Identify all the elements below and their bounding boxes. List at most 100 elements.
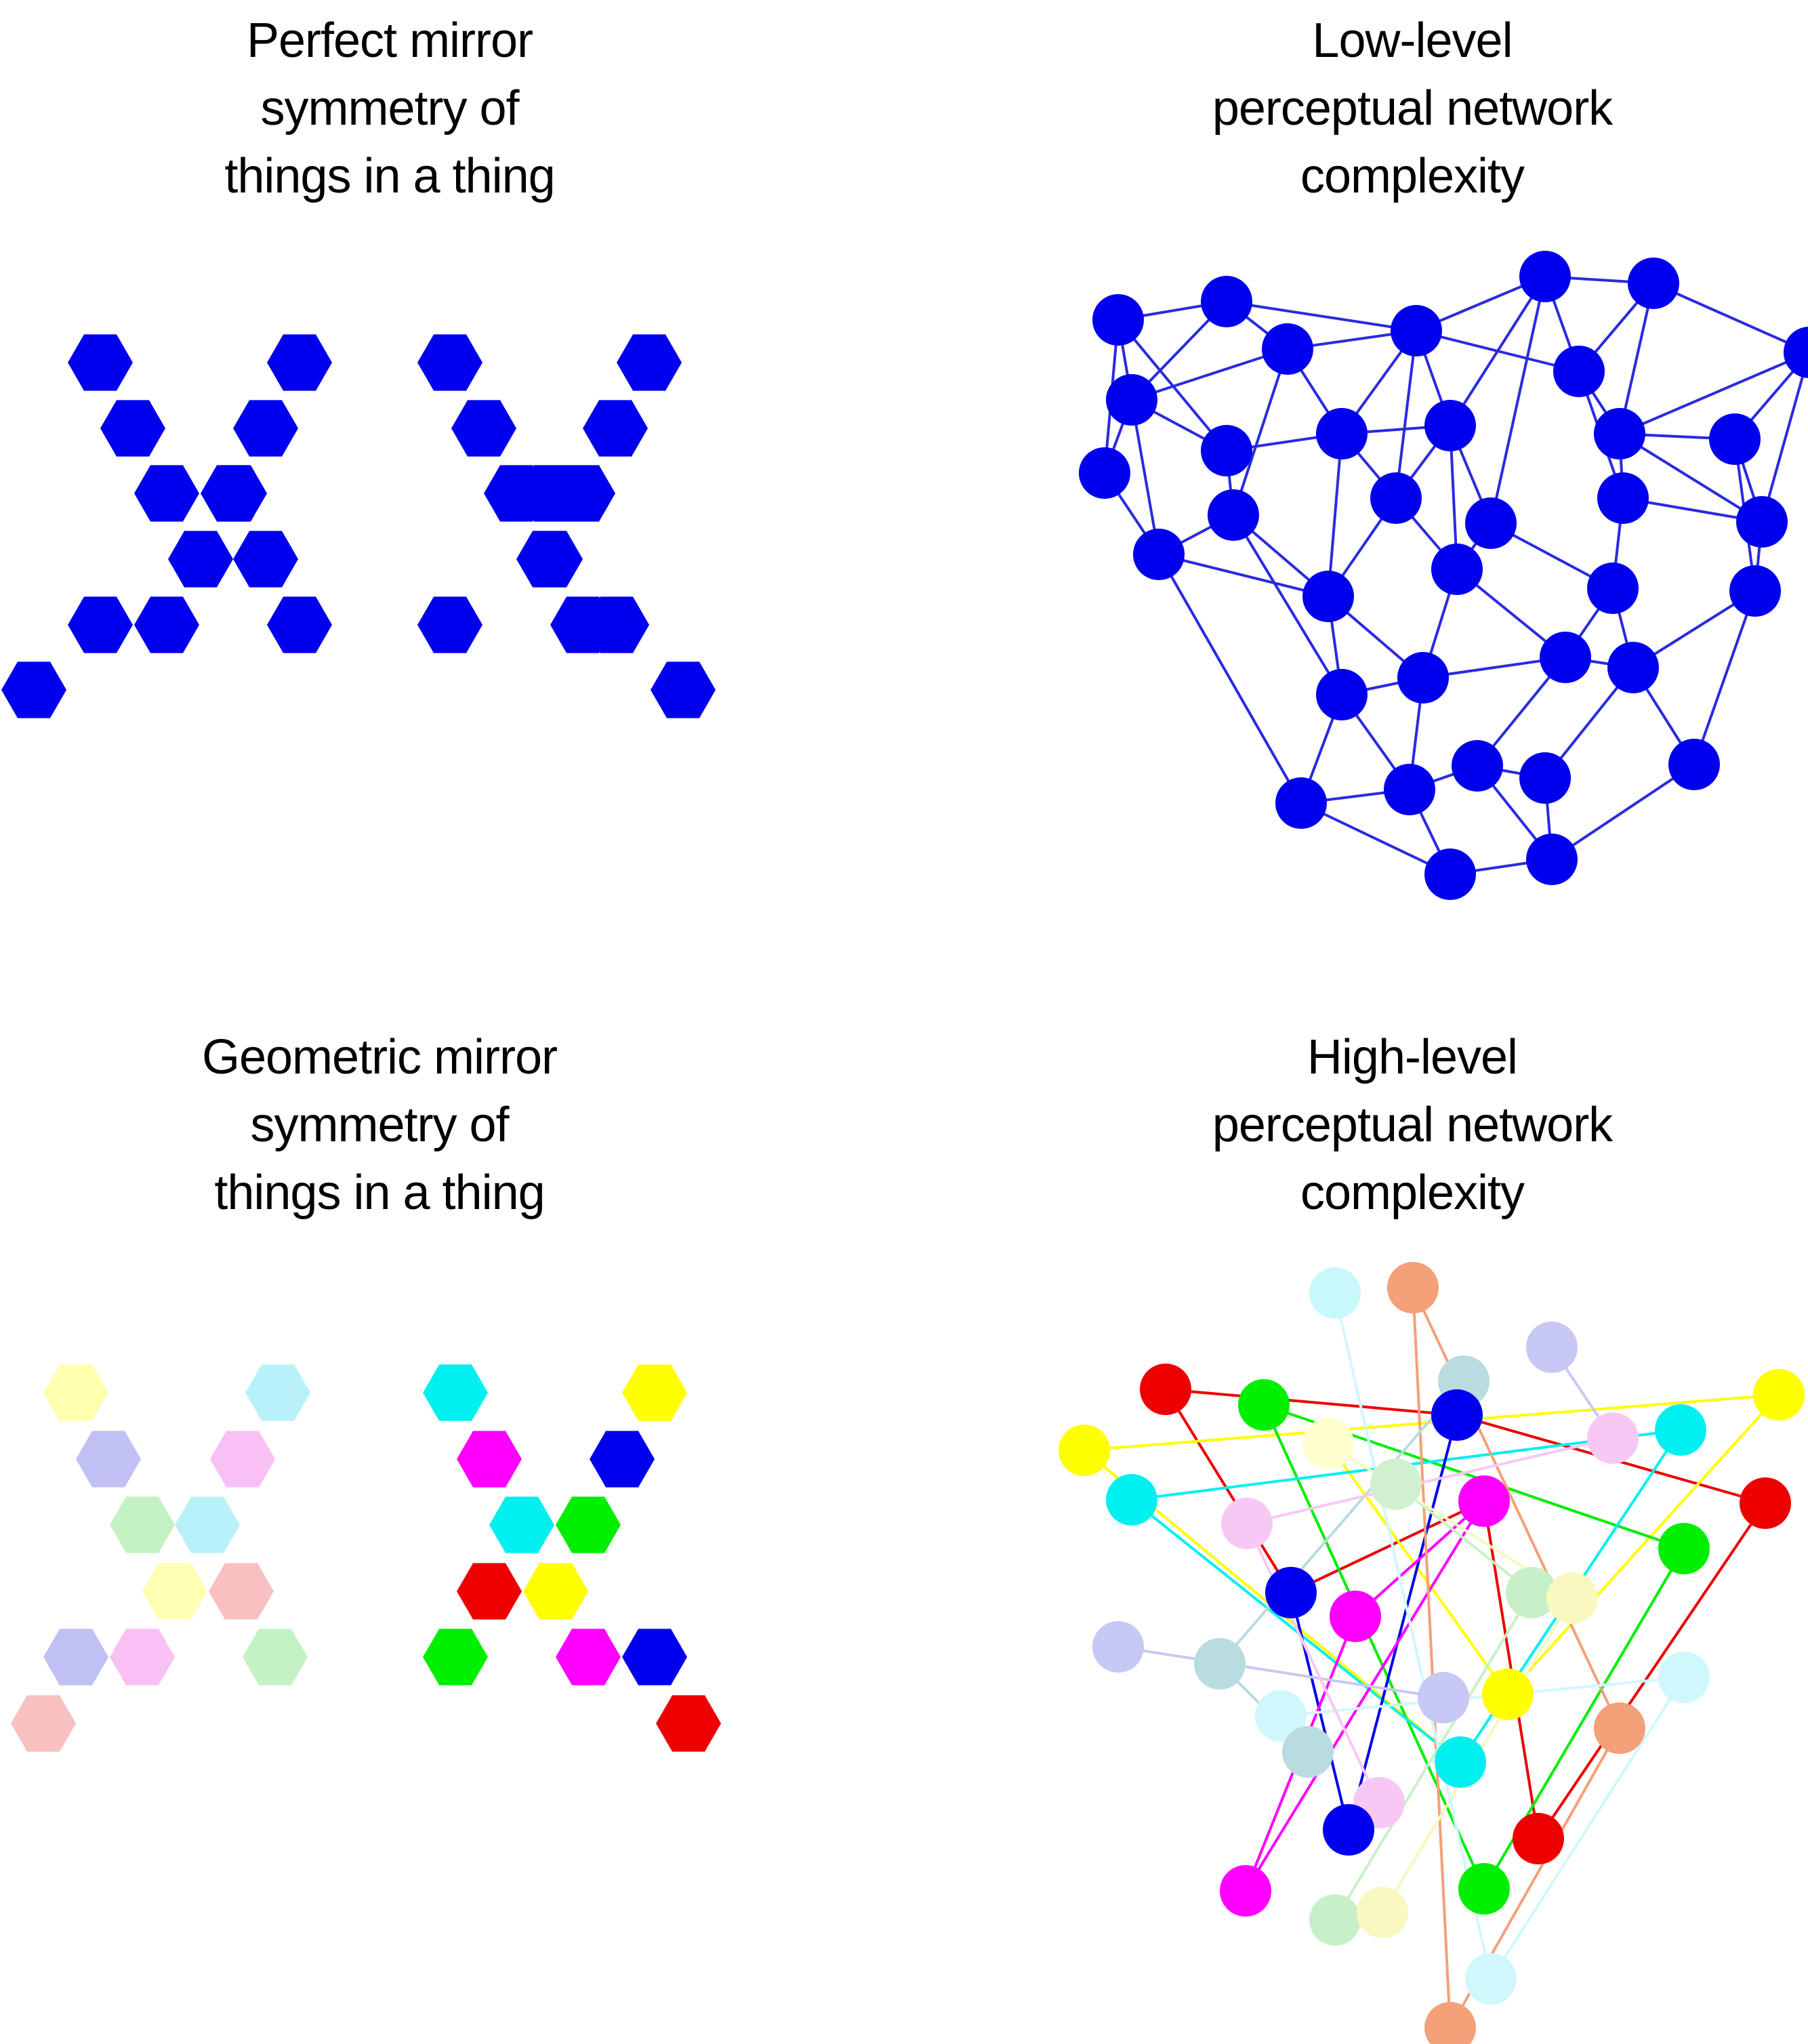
hexagon (590, 1431, 655, 1488)
hexagon (11, 1695, 76, 1752)
network-node (1519, 752, 1571, 804)
network-node (1133, 529, 1185, 580)
hexagon (110, 1496, 175, 1553)
hexagon (142, 1563, 207, 1620)
network-edge (1449, 275, 1546, 427)
title-line-2: perceptual network (1212, 81, 1613, 136)
network-node (1526, 1322, 1578, 1373)
network-node (1458, 1475, 1510, 1527)
network-edge (1117, 1646, 1444, 1699)
panel-high-level-network: High-level perceptual network complexity (1016, 1017, 1808, 2044)
network-edge (1412, 1287, 1452, 2028)
network-node (1079, 447, 1130, 499)
network-node (1140, 1364, 1191, 1415)
network-edge (1218, 1380, 1465, 1665)
network-edge (1084, 1393, 1780, 1452)
title-line-2: symmetry of (260, 81, 519, 136)
network-edge (1164, 1388, 1292, 1594)
network-node (1201, 425, 1252, 476)
network-edge (1489, 1676, 1685, 1980)
network-node (1546, 1572, 1598, 1624)
network-node (1357, 1887, 1408, 1938)
network-edge (1412, 1287, 1621, 1729)
network-node (1452, 740, 1503, 792)
title-line-3: things in a thing (224, 149, 555, 203)
network-edge (1246, 1523, 1380, 1803)
hexagon (134, 465, 199, 522)
hexagon (584, 596, 649, 653)
panel-title: Geometric mirror symmetry of things in a… (20, 1023, 739, 1227)
network-node (1519, 251, 1571, 302)
network-node (1526, 834, 1578, 885)
hexagon (245, 1364, 310, 1421)
network-node (1059, 1425, 1110, 1476)
title-line-1: Geometric mirror (201, 1030, 558, 1084)
network-node (1594, 408, 1645, 459)
network-node (1594, 1702, 1645, 1754)
network-node (1418, 1672, 1469, 1723)
hexagon (523, 1563, 588, 1620)
title-line-3: complexity (1300, 149, 1525, 203)
hexagon (457, 1563, 522, 1620)
network-edge (1158, 553, 1329, 598)
title-line-1: Perfect mirror (246, 14, 533, 68)
network-node (1424, 2002, 1476, 2044)
hexagon-pattern-perfect (1, 334, 716, 718)
network-node (1309, 1267, 1361, 1319)
network-node (1092, 294, 1144, 346)
network-node (1238, 1379, 1290, 1431)
hexagon (68, 334, 133, 391)
title-line-2: symmetry of (250, 1098, 509, 1152)
hexagon (423, 1364, 488, 1421)
network-edge (1489, 276, 1546, 524)
network-node (1658, 1523, 1710, 1574)
network-edge (1246, 1437, 1614, 1525)
network-node (1309, 1894, 1361, 1946)
hexagon (100, 400, 165, 457)
hexagon (622, 1629, 687, 1685)
hexagon-pattern-geometric (11, 1364, 721, 1752)
hexagon (556, 1496, 621, 1553)
network-edge (1537, 1502, 1767, 1840)
hexagon (68, 596, 133, 653)
network-node (1506, 1567, 1557, 1618)
network-edge (1327, 433, 1343, 597)
hexagon (233, 400, 298, 457)
hexagon (516, 531, 581, 588)
network-node (1194, 1638, 1246, 1690)
network-node (1655, 1404, 1706, 1456)
network-edge (1761, 352, 1808, 523)
network-node (1275, 777, 1327, 829)
network-node (1736, 496, 1788, 548)
hexagon (43, 1364, 108, 1421)
hexagon (267, 596, 332, 653)
network-node (1431, 544, 1483, 595)
network-node (1262, 323, 1313, 375)
network-node (1302, 571, 1354, 622)
network-node (1424, 849, 1476, 900)
network-node (1753, 1369, 1805, 1420)
network-edge (1130, 1498, 1462, 1763)
network-node (1387, 1262, 1439, 1313)
network-node (1465, 1953, 1517, 2005)
network-node (1540, 632, 1591, 683)
network-edge (1653, 282, 1808, 354)
network-node (1255, 1690, 1307, 1742)
network-edge (1395, 330, 1418, 499)
network-node (1106, 1474, 1157, 1526)
network-node (1607, 642, 1659, 693)
network-node (1384, 764, 1435, 815)
network-edge (1232, 514, 1343, 696)
network-node (1265, 1567, 1317, 1618)
hexagon (451, 400, 516, 457)
network-node (1668, 739, 1720, 790)
hexagon (656, 1695, 721, 1752)
hexagon (233, 531, 298, 588)
network-edge (1506, 1393, 1780, 1696)
network-node (1397, 652, 1449, 703)
network-edge (1290, 1500, 1485, 1594)
network-edge (1618, 432, 1763, 523)
panel-title: Low-level perceptual network complexity (1016, 7, 1808, 210)
network-edge (1334, 1292, 1492, 1980)
network-node (1435, 1736, 1486, 1788)
